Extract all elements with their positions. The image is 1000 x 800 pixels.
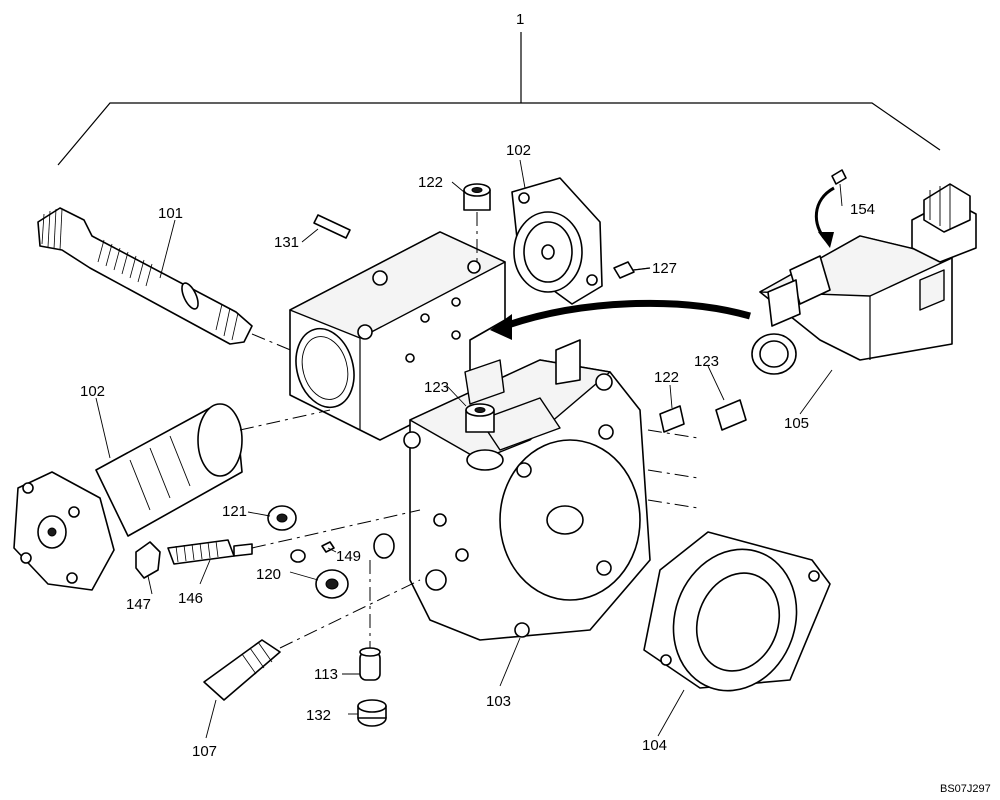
cartridge-valve [203,579,421,701]
assembly-bracket [57,32,941,166]
control-valve [751,183,977,375]
callout-146: 146 [178,590,203,607]
plug-mid [465,403,495,433]
plug-top [463,183,491,262]
callout-101: 101 [158,205,183,222]
callout-121: 121 [222,503,247,520]
callout-assembly: 1 [516,11,524,28]
callout-122-top: 122 [418,174,443,191]
cover-flange-top [511,177,603,305]
callout-123-mid: 123 [424,379,449,396]
callout-labels: 1 101 102 102 103 104 105 107 113 120 12… [80,11,991,795]
small-plugs-120-149 [290,533,395,599]
callout-102-left: 102 [80,383,105,400]
callout-122-right: 122 [654,369,679,386]
callout-131: 131 [274,234,299,251]
callout-113: 113 [314,666,338,683]
sleeve-and-plug [357,560,387,727]
callout-132: 132 [306,707,331,724]
callout-154: 154 [850,201,875,218]
callout-123-right: 123 [694,353,719,370]
callout-102-top: 102 [506,142,531,159]
drawing-reference-code: BS07J297 [940,783,991,795]
housing-block [289,231,506,441]
callout-107: 107 [192,743,217,760]
callout-147: 147 [126,596,151,613]
callout-105: 105 [784,415,809,432]
pin [301,214,351,243]
bearing-flange-cover [643,531,831,692]
callout-120: 120 [256,566,281,583]
callout-104: 104 [642,737,667,754]
callout-127: 127 [652,260,677,277]
plug-121 [267,505,297,531]
callout-149: 149 [336,548,361,565]
leader-lines [95,159,843,739]
drive-shaft [37,207,301,355]
adjusting-screw [135,509,421,579]
small-plug-and-arrow [814,169,847,248]
valve-mounting-arrow [490,299,751,340]
callout-103: 103 [486,693,511,710]
plugs-right [647,399,747,509]
cover-flange-left [13,403,331,591]
